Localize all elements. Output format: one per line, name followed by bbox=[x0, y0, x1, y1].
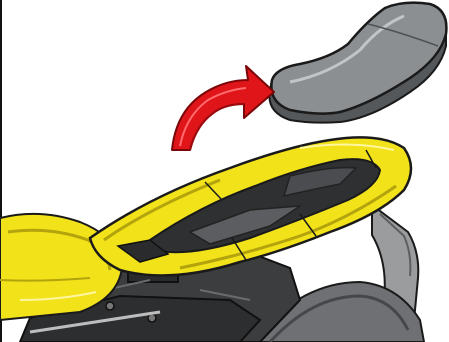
seat-cushion bbox=[269, 3, 446, 123]
curved-arrow-icon bbox=[172, 66, 274, 150]
seat-frame bbox=[90, 137, 411, 275]
